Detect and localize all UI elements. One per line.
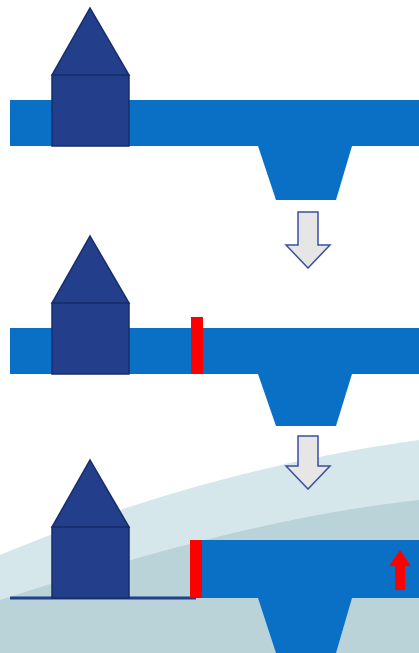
flood-barrier: [190, 540, 202, 598]
panel-step-1: [10, 6, 419, 200]
arrow-down-icon: [284, 211, 332, 270]
raised-water-channel: [196, 540, 419, 653]
step-arrow-1: [284, 211, 332, 270]
house-body: [51, 302, 130, 375]
house-icon: [50, 234, 131, 375]
house-roof: [50, 458, 131, 528]
arrow-down-icon: [284, 435, 332, 491]
flood-barrier: [191, 317, 203, 374]
house-body: [51, 526, 130, 599]
panel-step-2: [10, 234, 419, 426]
arrow-up-icon: [389, 550, 411, 590]
panel-step-3: [10, 458, 419, 653]
house-roof: [50, 234, 131, 304]
house-body: [51, 74, 130, 147]
house-roof: [50, 6, 131, 76]
house-icon: [50, 6, 131, 147]
water-rise-arrow: [389, 550, 411, 590]
house-icon: [50, 458, 131, 599]
step-arrow-2: [284, 435, 332, 491]
